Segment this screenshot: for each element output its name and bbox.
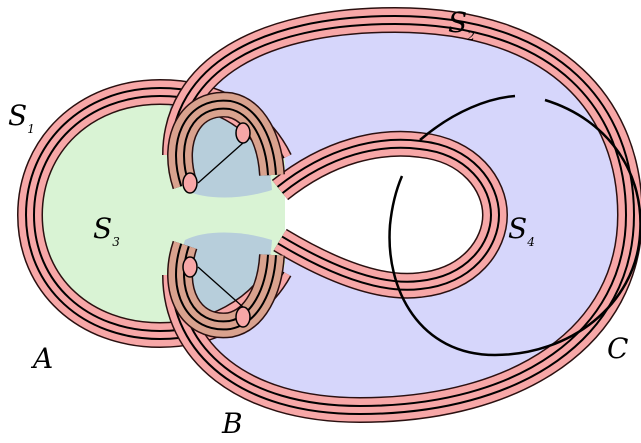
label-b: B xyxy=(221,407,243,440)
label-c: C xyxy=(607,332,628,365)
label-s1: S1 xyxy=(8,99,35,136)
clasp-top xyxy=(167,91,285,194)
label-a: A xyxy=(30,342,53,375)
label-s4: S4 xyxy=(508,212,535,249)
label-s3: S3 xyxy=(93,212,120,249)
region-s4 xyxy=(175,20,630,410)
curve-c xyxy=(419,94,516,141)
band-inner-loop-core-inner xyxy=(278,140,499,289)
band-s2-core-inner xyxy=(172,16,634,414)
curve-c-main xyxy=(388,98,641,357)
clasp-bottom xyxy=(167,240,285,339)
label-s2: S2 xyxy=(448,6,475,43)
